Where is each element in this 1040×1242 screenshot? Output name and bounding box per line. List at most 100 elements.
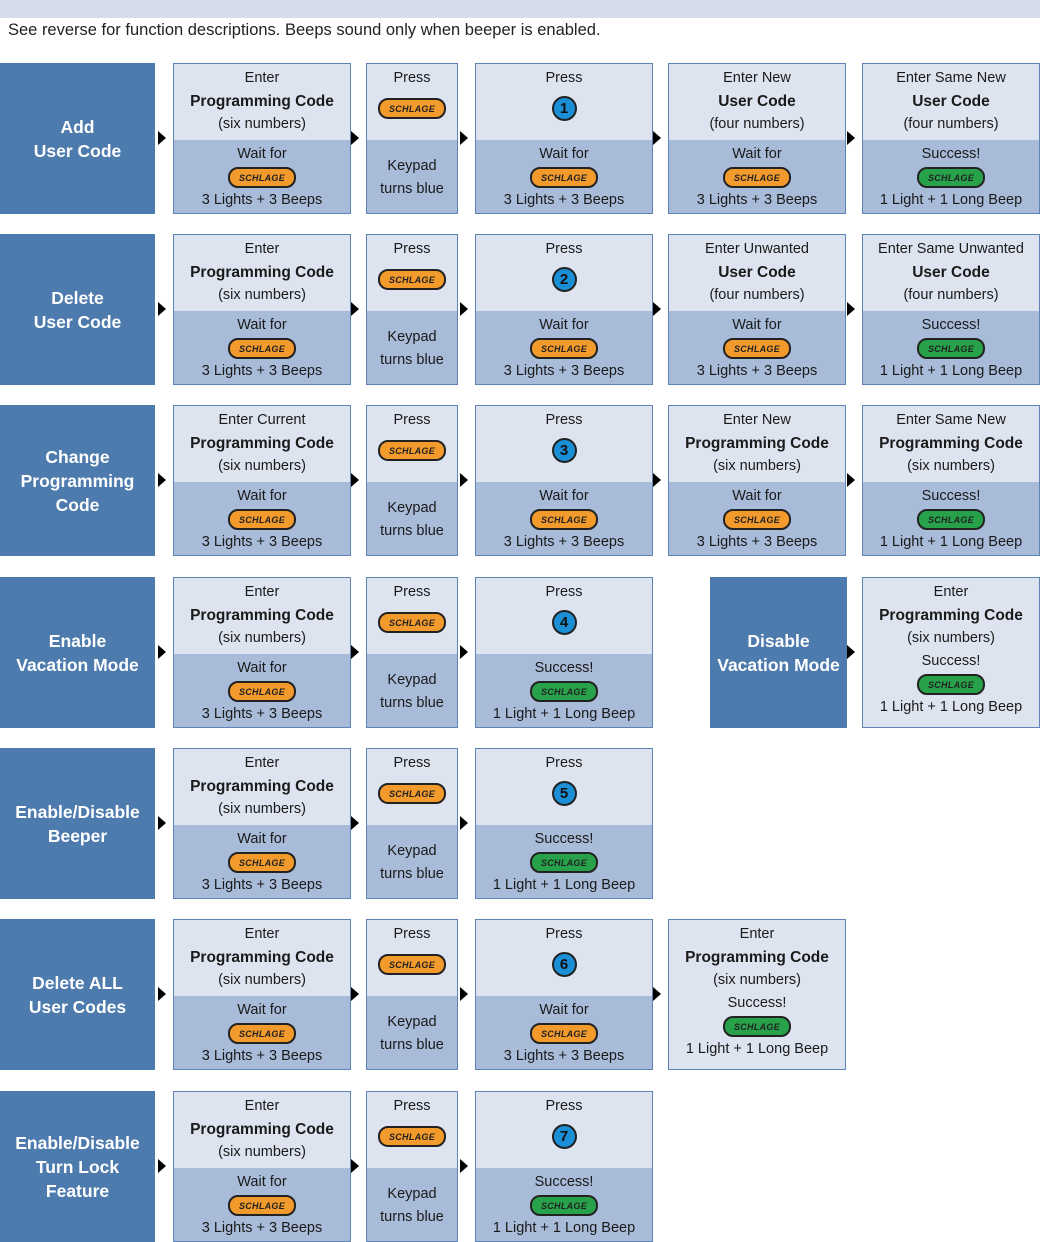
- step-text: turns blue: [380, 523, 444, 539]
- schlage-logo-button-orange: SCHLAGE: [228, 338, 296, 359]
- step-text: turns blue: [380, 181, 444, 197]
- step-text: 3 Lights + 3 Beeps: [201, 877, 323, 893]
- step-text: Enter New: [723, 412, 791, 428]
- flow-arrow-icon: [351, 645, 359, 659]
- flow-arrow-icon: [158, 1159, 166, 1173]
- step-text: Press: [545, 1098, 583, 1114]
- step-text: Enter: [739, 926, 775, 942]
- schlage-logo-button-orange: SCHLAGE: [378, 612, 446, 633]
- step-text: 3 Lights + 3 Beeps: [503, 1048, 625, 1064]
- code-label: Programming Code: [190, 778, 334, 795]
- schlage-logo-button-green: SCHLAGE: [917, 167, 985, 188]
- step-text: Wait for: [732, 488, 782, 504]
- code-label: Programming Code: [879, 435, 1023, 452]
- schlage-logo-button-green: SCHLAGE: [917, 338, 985, 359]
- schlage-logo-button-green: SCHLAGE: [530, 1195, 598, 1216]
- function-label-text: Enable Vacation Mode: [16, 630, 139, 675]
- step-text: Enter Same New: [896, 412, 1006, 428]
- step-text: 3 Lights + 3 Beeps: [201, 534, 323, 550]
- flow-arrow-icon: [351, 816, 359, 830]
- flow-arrow-icon: [158, 131, 166, 145]
- step-text: Press: [393, 1098, 431, 1114]
- code-label: Programming Code: [190, 93, 334, 110]
- step-text: Enter Same Unwanted: [878, 241, 1024, 257]
- step-text: Success!: [534, 1174, 594, 1190]
- flow-arrow-icon: [351, 987, 359, 1001]
- flow-arrow-icon: [460, 473, 468, 487]
- code-label: Programming Code: [879, 607, 1023, 624]
- flow-arrow-icon: [847, 645, 855, 659]
- step-text: (six numbers): [713, 458, 801, 474]
- flow-arrow-icon: [351, 302, 359, 316]
- function-label: Disable Vacation Mode: [710, 577, 847, 728]
- flow-arrow-icon: [460, 987, 468, 1001]
- step-text: Keypad: [387, 158, 437, 174]
- step-text: Press: [393, 926, 431, 942]
- step-text: (six numbers): [907, 630, 995, 646]
- step-text: Success!: [921, 653, 981, 669]
- step-text: 1 Light + 1 Long Beep: [879, 699, 1023, 715]
- step-text: (six numbers): [713, 972, 801, 988]
- schlage-logo-button-green: SCHLAGE: [917, 674, 985, 695]
- number-key-icon: 3: [551, 438, 577, 463]
- code-label: User Code: [912, 264, 990, 281]
- flow-arrow-icon: [653, 473, 661, 487]
- step-text: 1 Light + 1 Long Beep: [879, 192, 1023, 208]
- step-text: Keypad: [387, 1014, 437, 1030]
- schlage-logo-button-green: SCHLAGE: [917, 509, 985, 530]
- flow-arrow-icon: [653, 302, 661, 316]
- function-label: Add User Code: [0, 63, 155, 214]
- step-text: Wait for: [237, 317, 287, 333]
- step-text: Enter Current: [218, 412, 306, 428]
- step-text: Enter: [244, 755, 280, 771]
- step-text: Wait for: [539, 317, 589, 333]
- function-label: Delete User Code: [0, 234, 155, 385]
- step-text: turns blue: [380, 1209, 444, 1225]
- step-text: Enter: [244, 241, 280, 257]
- schlage-logo-button-orange: SCHLAGE: [723, 509, 791, 530]
- number-key-icon: 7: [551, 1124, 577, 1149]
- step-text: Success!: [921, 146, 981, 162]
- step-text: 3 Lights + 3 Beeps: [201, 1220, 323, 1236]
- step-text: turns blue: [380, 866, 444, 882]
- flow-arrow-icon: [847, 302, 855, 316]
- step-text: Press: [545, 241, 583, 257]
- step-text: Wait for: [732, 317, 782, 333]
- step-text: Enter: [244, 70, 280, 86]
- intro-text: See reverse for function descriptions. B…: [8, 21, 601, 39]
- flow-arrow-icon: [158, 645, 166, 659]
- schlage-logo-button-orange: SCHLAGE: [723, 338, 791, 359]
- flow-arrow-icon: [158, 473, 166, 487]
- step-text: 1 Light + 1 Long Beep: [492, 877, 636, 893]
- schlage-logo-button-orange: SCHLAGE: [378, 1126, 446, 1147]
